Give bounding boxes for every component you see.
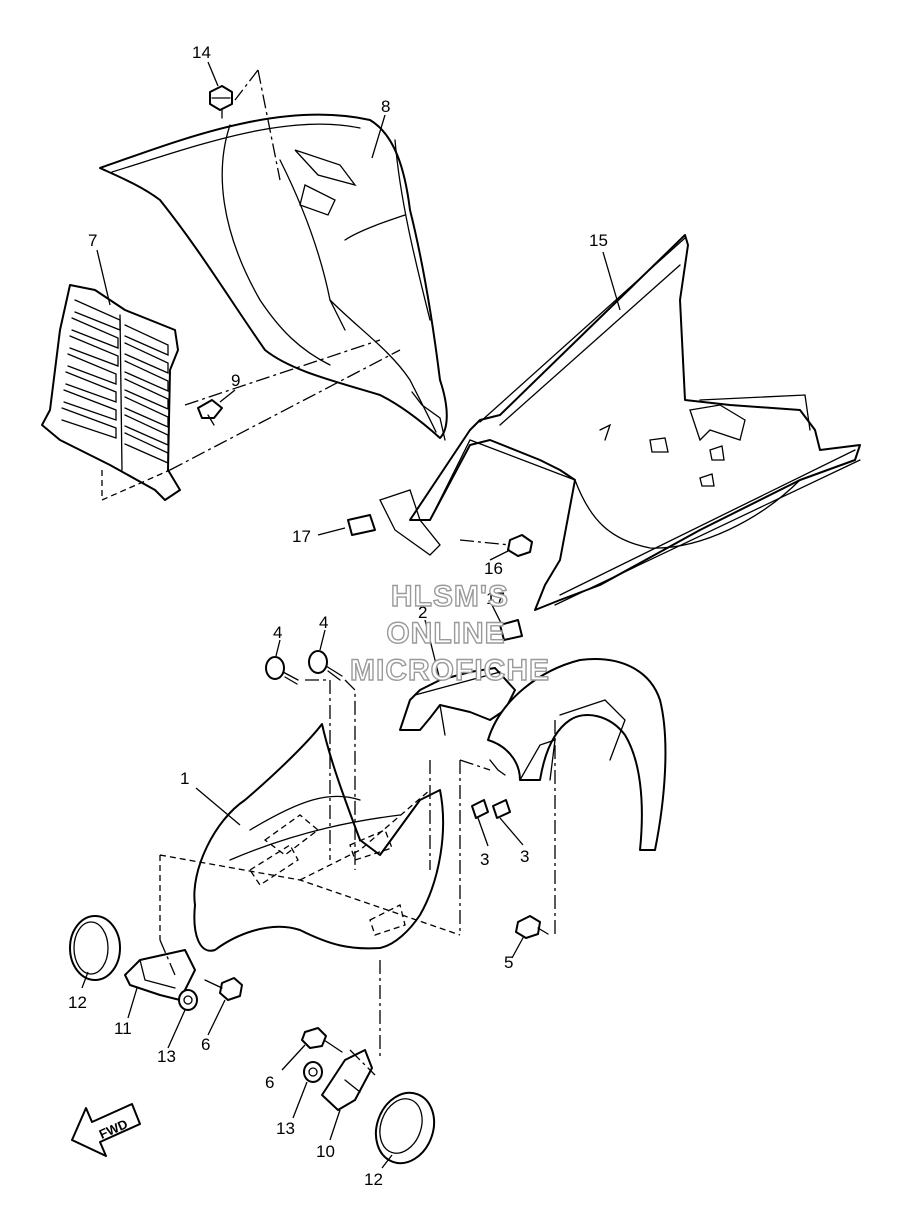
part-11-bracket bbox=[124, 949, 196, 1001]
callout-11: 11 bbox=[114, 1019, 132, 1038]
fwd-arrow-icon: FWD bbox=[71, 1103, 141, 1157]
part-13-nut-a bbox=[178, 989, 198, 1011]
reference-lines bbox=[159, 69, 556, 1076]
part-rear-fender bbox=[487, 658, 667, 851]
watermark-line-2: ONLINE bbox=[386, 617, 505, 650]
callout-16: 16 bbox=[484, 559, 503, 578]
callout-4-right: 4 bbox=[319, 613, 328, 632]
callout-3-left: 3 bbox=[480, 850, 489, 869]
part-14-bolt bbox=[209, 85, 233, 119]
part-12-cap-a bbox=[69, 915, 121, 981]
callouts: 14 8 7 9 15 17 16 17 2 4 4 1 3 3 5 12 11… bbox=[68, 43, 608, 1189]
part-17-clip-b bbox=[499, 619, 523, 641]
part-13-nut-b bbox=[303, 1061, 323, 1083]
part-6-bolt-b bbox=[301, 1027, 343, 1053]
part-9-screw bbox=[197, 399, 223, 426]
callout-13-lower: 13 bbox=[276, 1119, 295, 1138]
part-1-front-fender bbox=[159, 723, 461, 952]
callout-17-lower: 17 bbox=[486, 589, 505, 608]
callout-17-upper: 17 bbox=[292, 527, 311, 546]
leader-lines bbox=[81, 61, 621, 1169]
callout-12-left: 12 bbox=[68, 993, 87, 1012]
part-17-clip-a bbox=[347, 514, 376, 536]
watermark-line-3: MICROFICHE bbox=[350, 654, 550, 687]
watermark: HLSM'S ONLINE MICROFICHE bbox=[349, 579, 550, 687]
part-8-front-cover bbox=[99, 113, 448, 441]
part-12-cap-b bbox=[374, 1091, 436, 1165]
callout-7: 7 bbox=[88, 231, 97, 250]
callout-12-right: 12 bbox=[364, 1170, 383, 1189]
part-4-bolt-b bbox=[308, 650, 343, 681]
part-3-nut-b bbox=[492, 799, 511, 819]
part-7-grille bbox=[41, 284, 181, 501]
callout-10: 10 bbox=[316, 1142, 335, 1161]
callout-6-left: 6 bbox=[265, 1073, 274, 1092]
callout-5: 5 bbox=[504, 953, 513, 972]
callout-3-right: 3 bbox=[520, 847, 529, 866]
callout-14: 14 bbox=[192, 43, 211, 62]
part-4-bolt-a bbox=[265, 656, 299, 685]
callout-9: 9 bbox=[231, 371, 240, 390]
part-6-bolt-a bbox=[204, 977, 243, 1001]
part-15-inner-panel bbox=[379, 234, 861, 611]
callout-4-left: 4 bbox=[273, 623, 282, 642]
part-5-bolt bbox=[515, 915, 549, 939]
callout-13-upper: 13 bbox=[157, 1047, 176, 1066]
watermark-line-1: HLSM'S bbox=[391, 580, 509, 613]
part-10-bracket bbox=[321, 1049, 373, 1111]
callout-8: 8 bbox=[381, 97, 390, 116]
callout-2: 2 bbox=[418, 603, 427, 622]
part-2-bracket bbox=[399, 667, 516, 736]
part-16-bolt bbox=[507, 534, 533, 557]
callout-1: 1 bbox=[180, 769, 189, 788]
part-3-nut-a bbox=[471, 799, 489, 819]
callout-6-right: 6 bbox=[201, 1035, 210, 1054]
callout-15: 15 bbox=[589, 231, 608, 250]
